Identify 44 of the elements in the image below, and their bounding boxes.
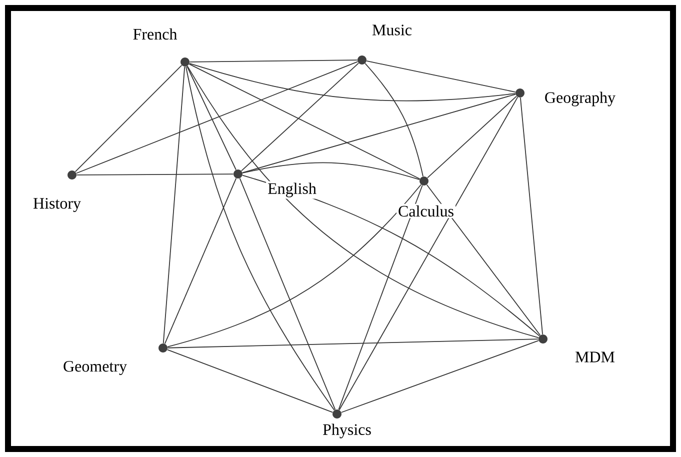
edge-line — [189, 62, 516, 102]
vertex-dot — [234, 170, 242, 178]
vertex-dot — [420, 176, 428, 186]
vertex-label: MDM — [574, 350, 616, 364]
edge-line — [338, 96, 518, 410]
vertex-dot — [516, 88, 524, 98]
edge-line — [426, 184, 541, 336]
vertex-label: Calculus — [396, 204, 456, 218]
edge-line — [427, 96, 517, 178]
edge-line — [366, 60, 516, 92]
edge-line — [166, 349, 334, 413]
edge-line — [189, 60, 358, 62]
vertex-label: French — [131, 26, 179, 42]
edge-line — [186, 66, 539, 338]
edge-line — [242, 94, 516, 174]
edge-line — [76, 61, 358, 174]
edge-line — [242, 162, 420, 180]
vertex-dot — [358, 56, 366, 64]
edge-line — [162, 66, 186, 344]
vertex-label: Music — [370, 23, 414, 37]
edge-line — [338, 184, 423, 410]
vertex-label: Geography — [542, 90, 618, 108]
edge-line — [340, 340, 540, 413]
edge-line — [167, 184, 422, 348]
vertex-label: Geometry — [62, 359, 128, 377]
vertex-dot — [538, 334, 548, 344]
edge-line — [520, 97, 543, 335]
vertex-dot — [180, 58, 190, 66]
edge-line — [188, 64, 420, 180]
edge-line — [239, 178, 336, 410]
vertex-label: History — [32, 196, 82, 214]
vertex-label: Physics — [321, 422, 373, 440]
vertex-dot — [68, 170, 76, 180]
edge-line — [167, 338, 539, 348]
edge-line — [186, 66, 236, 170]
edge-line — [185, 66, 335, 411]
edge-line — [76, 174, 234, 176]
edge-line — [164, 178, 237, 344]
edge-line — [74, 64, 182, 172]
vertex-dot — [158, 344, 168, 352]
vertex-label: English — [266, 181, 318, 199]
edge-line — [241, 62, 359, 172]
vertex-dot — [332, 410, 342, 418]
edge-line — [364, 63, 424, 177]
